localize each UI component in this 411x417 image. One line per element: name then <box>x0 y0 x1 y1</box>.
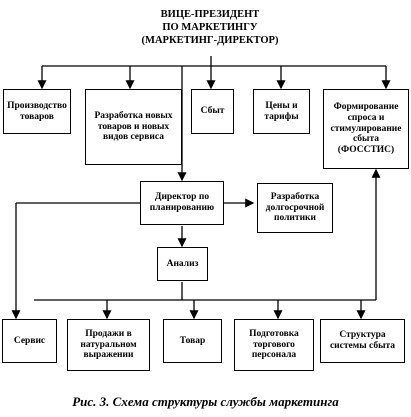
box-sales-in-units-label: Продажи в натуральном выражении <box>80 328 137 361</box>
figure-caption: Рис. 3. Схема структуры службы маркетинг… <box>72 394 339 409</box>
box-long-term-policy-label: Разработка долгосрочной политики <box>265 191 325 224</box>
box-new-products-label: Разработка новых товаров и новых видов с… <box>94 110 173 143</box>
box-production: Производство товаров <box>3 89 71 134</box>
box-analysis-label: Анализ <box>166 258 199 269</box>
box-long-term-policy: Разработка долгосрочной политики <box>257 183 333 233</box>
box-fossis-label: Формирование спроса и стимулирование сбы… <box>330 101 402 156</box>
box-planning-director-label: Директор по планированию <box>149 192 215 213</box>
box-sales-structure-label: Структура системы сбыта <box>329 330 396 351</box>
title-line-1: ВИЦЕ-ПРЕЗИДЕНТ <box>160 9 260 20</box>
box-production-label: Производство товаров <box>7 100 67 122</box>
box-planning-director: Директор по планированию <box>140 181 224 225</box>
box-sales: Сбыт <box>191 89 234 134</box>
box-sales-label: Сбыт <box>200 106 225 117</box>
page-title: ВИЦЕ-ПРЕЗИДЕНТ ПО МАРКЕТИНГУ (МАРКЕТИНГ-… <box>110 8 310 47</box>
box-service: Сервис <box>2 319 57 363</box>
title-line-2: ПО МАРКЕТИНГУ <box>162 22 258 34</box>
box-service-label: Сервис <box>13 335 46 346</box>
box-personnel-training-label: Подготовка торгового персонала <box>249 328 299 361</box>
box-product-label: Товар <box>179 335 206 346</box>
box-prices-label: Цены и тарифы <box>264 100 299 122</box>
box-sales-in-units: Продажи в натуральном выражении <box>67 319 150 371</box>
box-analysis: Анализ <box>157 247 208 281</box>
box-sales-structure: Структура системы сбыта <box>320 319 405 363</box>
box-product: Товар <box>163 319 222 363</box>
box-prices: Цены и тарифы <box>253 89 310 134</box>
box-fossis: Формирование спроса и стимулирование сбы… <box>323 89 409 169</box>
box-personnel-training: Подготовка торгового персонала <box>234 319 314 371</box>
box-new-products: Разработка новых товаров и новых видов с… <box>85 89 182 165</box>
title-line-3: (МАРКЕТИНГ-ДИРЕКТОР) <box>141 35 279 47</box>
